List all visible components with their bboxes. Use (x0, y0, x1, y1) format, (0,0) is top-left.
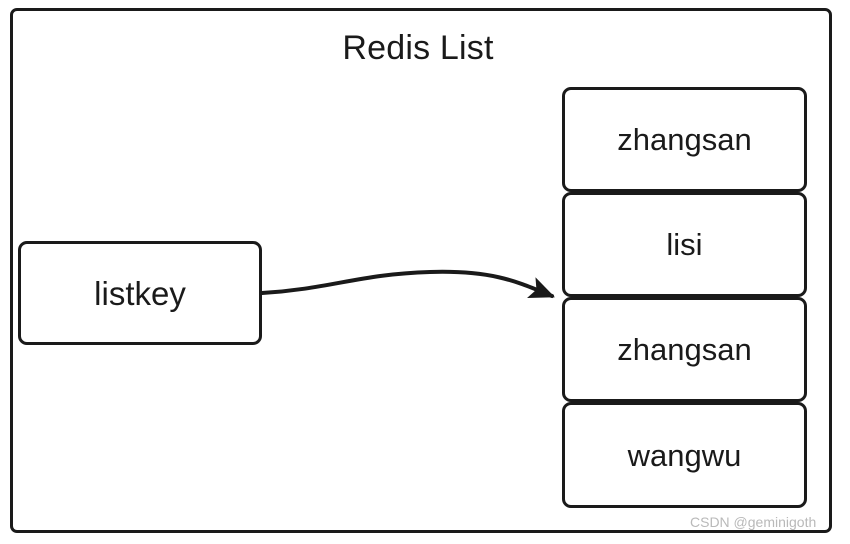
list-item-label: wangwu (627, 437, 742, 473)
list-item: zhangsan (562, 297, 807, 402)
key-node-listkey: listkey (18, 241, 262, 345)
list-item-label: lisi (666, 227, 703, 262)
list-item: lisi (562, 192, 807, 297)
list-item: wangwu (562, 402, 807, 508)
list-item: zhangsan (562, 87, 807, 192)
key-node-label: listkey (94, 274, 186, 312)
list-item-label: zhangsan (617, 122, 752, 157)
list-item-label: zhangsan (617, 332, 752, 367)
page-title: Redis List (342, 29, 494, 67)
watermark-text: CSDN @geminigoth (690, 514, 817, 530)
list-column: zhangsan lisi zhangsan wangwu (562, 87, 807, 508)
